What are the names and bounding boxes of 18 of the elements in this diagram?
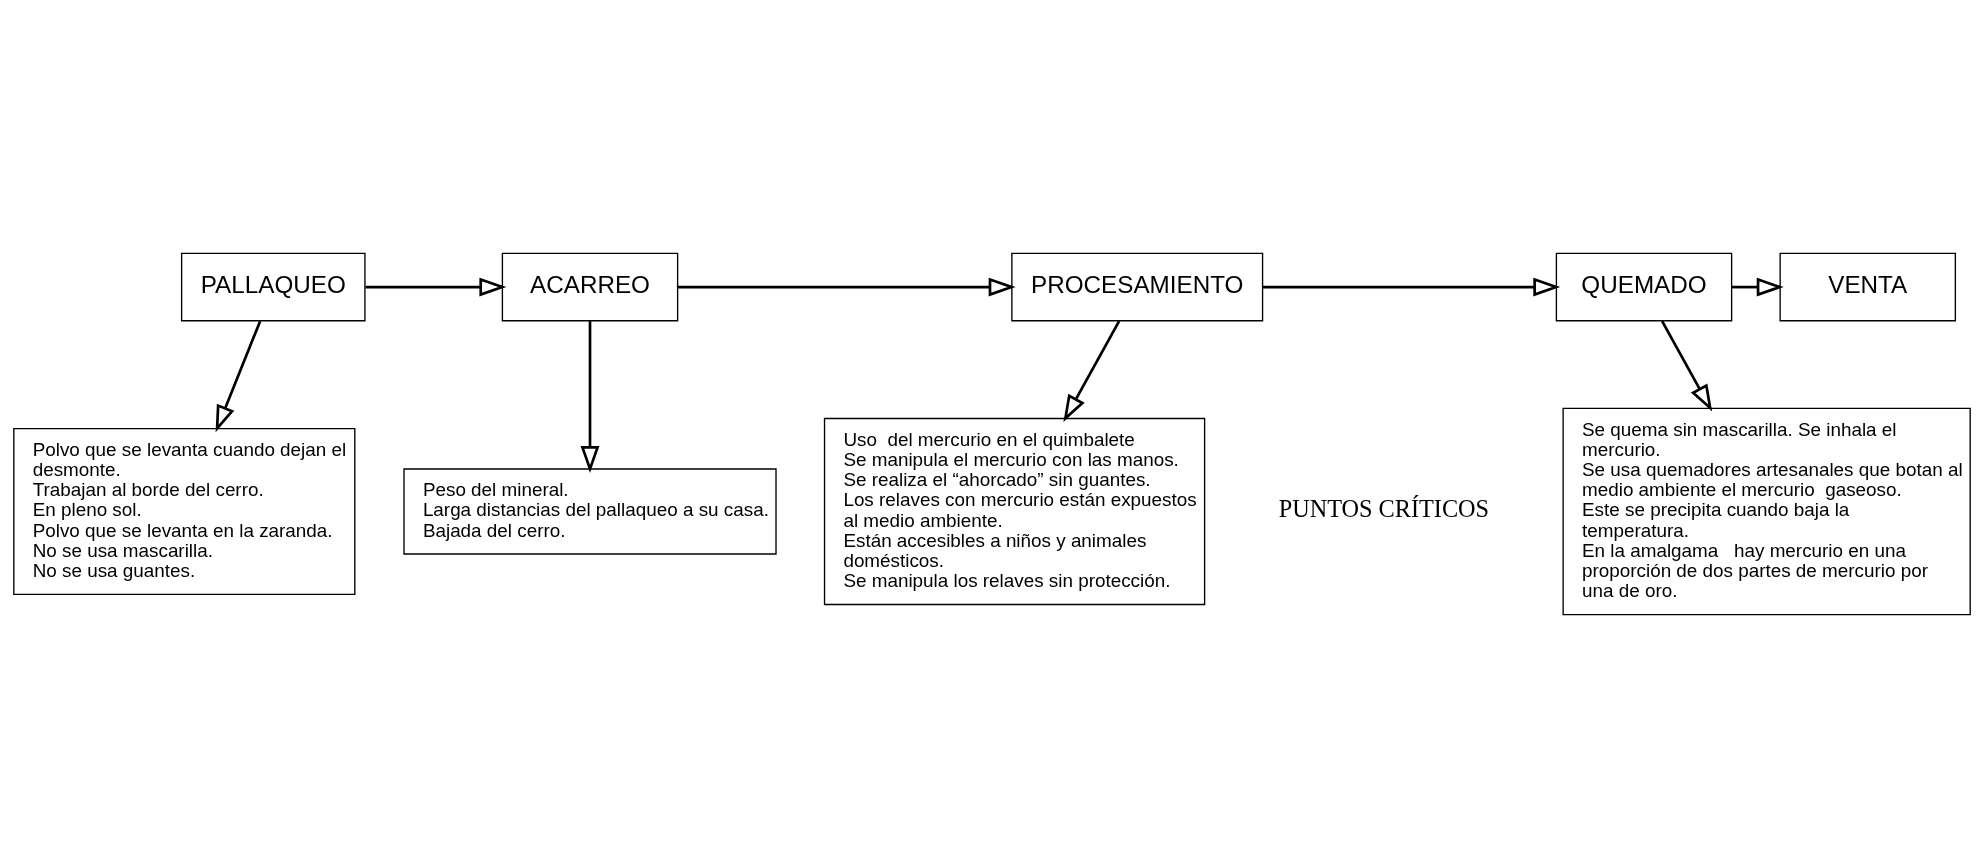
- arrow: [365, 277, 507, 297]
- label: PUNTOS CRÍTICOS: [1278, 494, 1490, 522]
- arrow: [677, 277, 1016, 297]
- node-box: ACARREO: [501, 252, 679, 321]
- arrow: [1660, 320, 1713, 412]
- arrow: [215, 320, 262, 432]
- node-box: Se quema sin mascarilla. Se inhala el mercurio. Se usa quemadores artesanales que botan al medio ambiente el mercurio gaseoso. Este se precipita cuando baja la temperatura. En la amalgama hay mercurio en una proporción de dos partes de mercurio por una de oro.: [1562, 407, 1971, 615]
- arrow: [580, 320, 600, 473]
- node-box: QUEMADO: [1555, 252, 1733, 321]
- node-box: VENTA: [1779, 252, 1957, 321]
- arrow: [1731, 277, 1784, 297]
- node-box: Peso del mineral. Larga distancias del pallaqueo a su casa. Bajada del cerro.: [403, 467, 777, 555]
- node-box: Polvo que se levanta cuando dejan el desmonte. Trabajan al borde del cerro. En pleno sol. Polvo que se levanta en la zaranda. No se usa mascarilla. No se usa guantes.: [13, 427, 356, 595]
- node-box: PALLAQUEO: [180, 252, 366, 321]
- node-box: PROCESAMIENTO: [1011, 252, 1264, 321]
- arrow: [1063, 320, 1121, 422]
- arrow: [1262, 277, 1561, 297]
- node-box: Uso del mercurio en el quimbalete Se manipula el mercurio con las manos. Se realiza el “ahorcado” sin guantes. Los relaves con mercurio están expuestos al medio ambiente. Están accesibles a niños y animales domésticos. Se manipula los relaves sin protección.: [823, 417, 1206, 605]
